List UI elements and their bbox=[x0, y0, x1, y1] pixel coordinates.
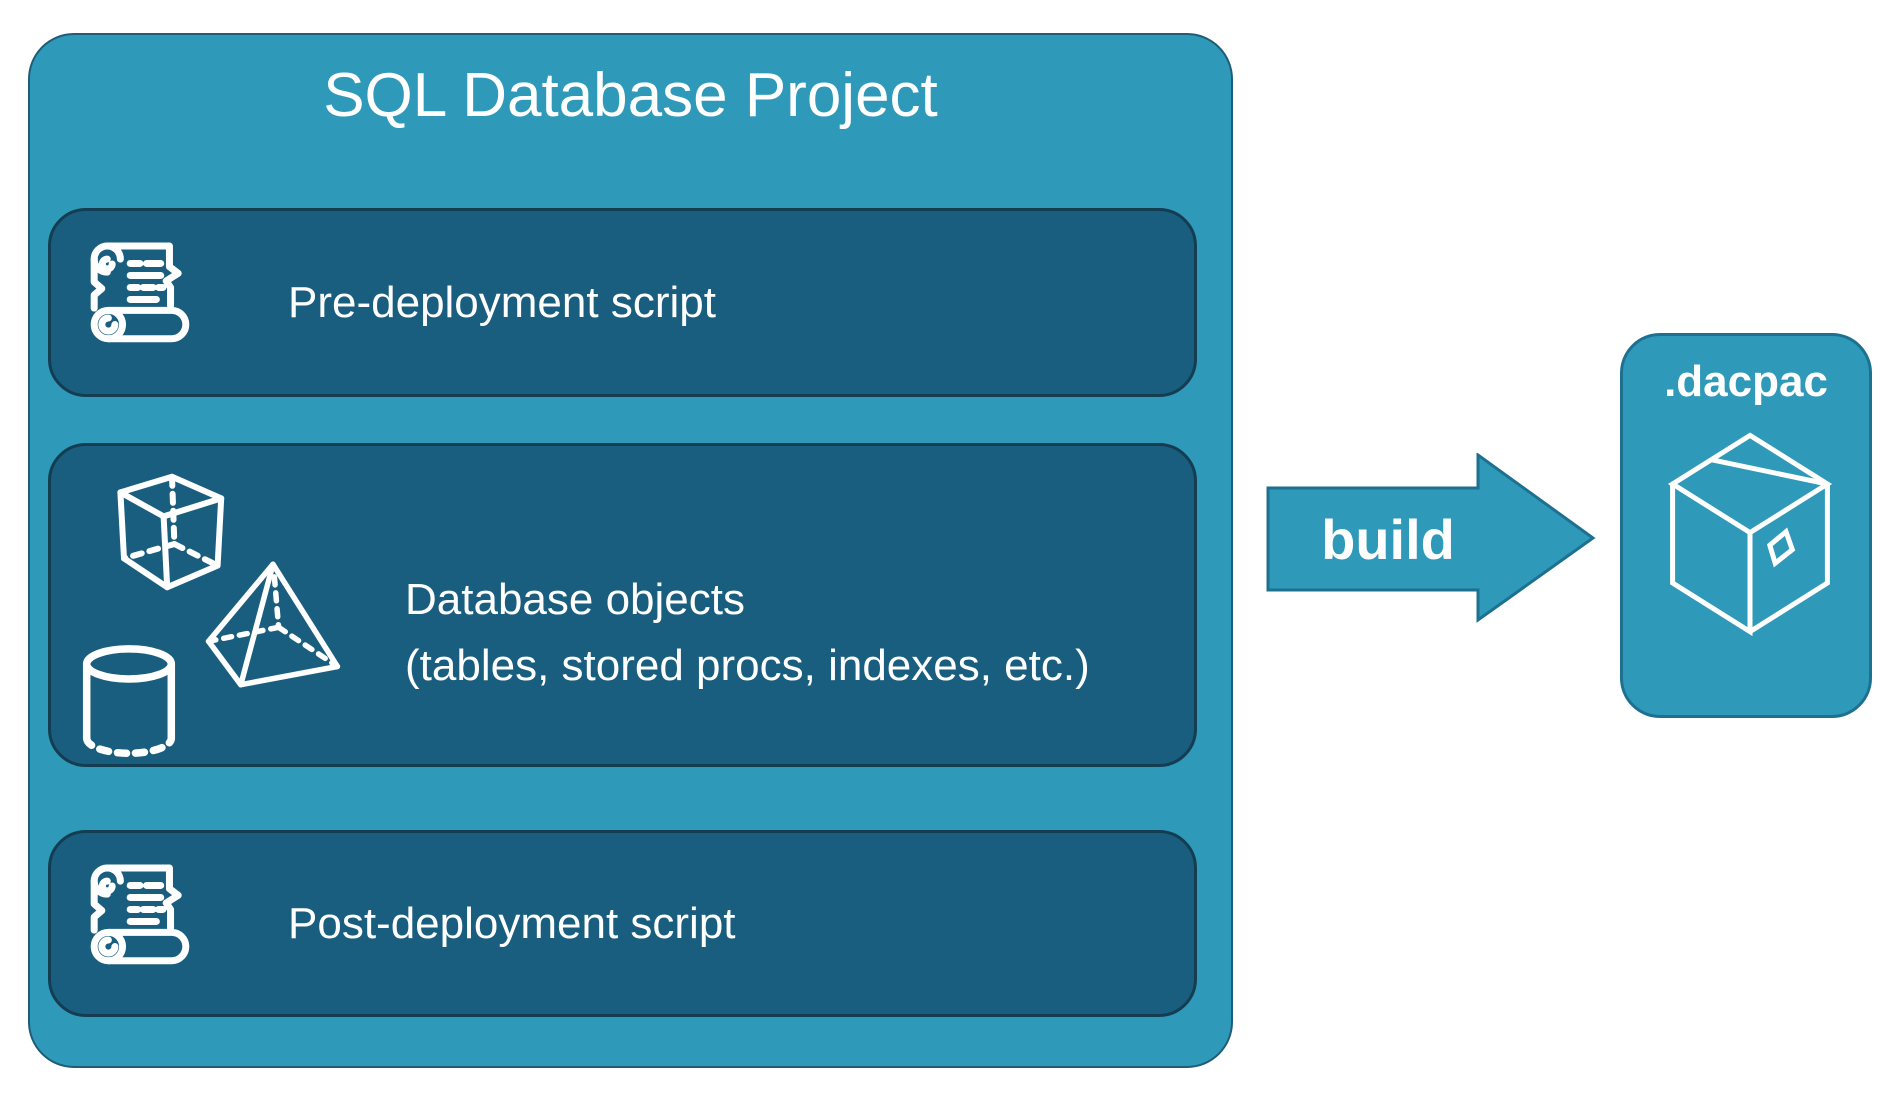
database-objects-line1: Database objects bbox=[405, 575, 745, 624]
database-objects-box bbox=[48, 443, 1197, 767]
build-arrow-label: build bbox=[1321, 507, 1455, 571]
diagram-title: SQL Database Project bbox=[323, 61, 938, 130]
post-deployment-box bbox=[48, 830, 1197, 1017]
dacpac-label: .dacpac bbox=[1664, 357, 1828, 406]
database-objects-label: Database objects (tables, stored procs, … bbox=[405, 567, 1090, 699]
pre-deployment-box bbox=[48, 208, 1197, 397]
build-arrow-icon bbox=[1266, 453, 1596, 623]
cube-icon bbox=[106, 472, 226, 592]
dacpac-box bbox=[1620, 333, 1872, 718]
scroll-icon bbox=[80, 856, 200, 976]
pyramid-icon bbox=[203, 560, 343, 689]
database-objects-line2: (tables, stored procs, indexes, etc.) bbox=[405, 641, 1090, 690]
cylinder-icon bbox=[82, 644, 176, 761]
scroll-icon bbox=[80, 234, 200, 354]
pre-deployment-label: Pre-deployment script bbox=[288, 277, 716, 327]
post-deployment-label: Post-deployment script bbox=[288, 898, 736, 948]
package-icon bbox=[1660, 430, 1840, 637]
